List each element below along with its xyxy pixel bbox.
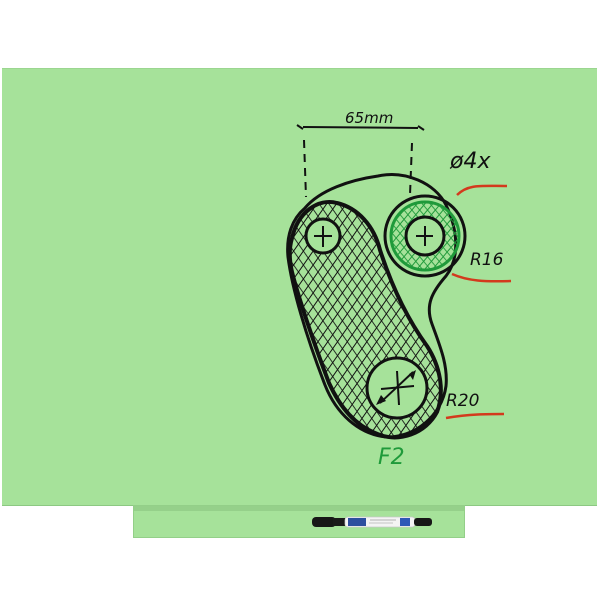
lower-hole [365,356,429,420]
dimension-marker: 65mm [296,109,425,198]
dimension-label: 65mm [345,109,393,127]
part-outline [286,173,458,439]
radius-large-label: R20 [446,391,479,411]
part-label: F2 [378,445,405,470]
marker-pen [312,516,432,528]
green-boss [383,194,467,278]
hole-label: ø4x [449,149,491,174]
tray-lip [134,506,464,511]
upper-hole [304,217,342,255]
leader-lines [445,184,512,420]
radius-small-label: R16 [470,250,504,270]
